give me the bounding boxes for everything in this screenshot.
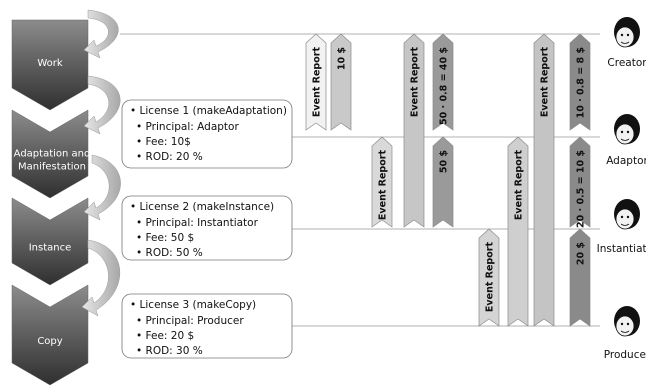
curved-arrow-icon	[83, 154, 121, 221]
stage-connectors	[81, 9, 121, 317]
person-icon	[614, 17, 640, 48]
flow-label: 10 $	[337, 47, 348, 70]
license-title: • License 3 (makeCopy)	[130, 299, 256, 311]
actor-label: Instantiator	[597, 243, 646, 255]
person-icon	[614, 306, 640, 337]
flow-label: 50 · 0.8 = 40 $	[439, 47, 450, 125]
stage-chevron-instance: Instance	[11, 197, 89, 286]
flow-arrow: 50 · 0.8 = 40 $	[432, 33, 454, 131]
stage-label: Copy	[37, 336, 62, 347]
stage-label: Adaptation and	[14, 149, 91, 160]
actor-creator: Creator	[607, 17, 646, 69]
flow-label: 50 $	[439, 150, 450, 173]
license-item: • ROD: 50 %	[136, 247, 203, 259]
license-item: • Principal: Adaptor	[136, 121, 239, 133]
license-item: • Fee: 50 $	[136, 232, 194, 244]
license-box-1: • License 1 (makeAdaptation) • Principal:…	[121, 99, 293, 169]
flow-arrow: Event Report	[305, 33, 327, 131]
flow-label: Event Report	[378, 150, 389, 221]
flow-label: Event Report	[485, 242, 496, 313]
flow-arrow: Event Report	[371, 136, 393, 228]
flow-label: Event Report	[312, 47, 323, 118]
license-title: • License 1 (makeAdaptation)	[130, 105, 287, 117]
license-box-2: • License 2 (makeInstance) • Principal: I…	[121, 195, 293, 261]
actor-label: Adaptor	[606, 155, 646, 167]
stage-label: Instance	[29, 243, 72, 254]
stage-chevron-work: Work	[11, 19, 89, 111]
stage-label: Manifestation	[18, 162, 86, 173]
curved-arrow-icon	[83, 9, 119, 59]
flow-arrow: 10 $	[330, 33, 352, 131]
flow-arrow: 50 $	[432, 136, 454, 228]
flow-label: Event Report	[540, 47, 551, 118]
actor-label: Producer	[604, 349, 646, 361]
actor-adaptor: Adaptor	[606, 114, 646, 167]
flow-arrow: 20 $	[569, 228, 591, 327]
curved-arrow-icon	[83, 75, 121, 135]
license-item: • Fee: 10$	[136, 136, 191, 148]
license-item: • ROD: 30 %	[136, 345, 203, 357]
flow-arrow: 20 · 0.5 = 10 $	[569, 136, 591, 228]
flow-arrow: 10 · 0.8 = 8 $	[569, 33, 591, 131]
license-item: • Principal: Producer	[136, 315, 244, 327]
flow-arrow: Event Report	[478, 228, 500, 327]
stage-label: Work	[37, 58, 63, 69]
flow-label: 20 · 0.5 = 10 $	[576, 150, 587, 228]
person-icon	[614, 199, 640, 230]
license-box-3: • License 3 (makeCopy) • Principal: Produ…	[121, 293, 293, 359]
actor-producer: Producer	[604, 306, 646, 361]
person-icon	[614, 114, 640, 145]
license-item: • Fee: 20 $	[136, 330, 194, 342]
license-title: • License 2 (makeInstance)	[130, 201, 274, 213]
actor-instantiator: Instantiator	[597, 199, 646, 255]
flow-arrow: Event Report	[403, 33, 425, 228]
actors: CreatorAdaptorInstantiatorProducer	[597, 17, 646, 361]
actor-label: Creator	[607, 57, 646, 69]
license-boxes: • License 1 (makeAdaptation) • Principal:…	[121, 99, 293, 359]
flow-label: 10 · 0.8 = 8 $	[576, 47, 587, 118]
flow-label: Event Report	[410, 47, 421, 118]
flow-label: Event Report	[514, 150, 525, 221]
flow-label: 20 $	[576, 242, 587, 265]
license-item: • Principal: Instantiator	[136, 217, 259, 229]
license-item: • ROD: 20 %	[136, 151, 203, 163]
stage-chevron-copy: Copy	[11, 284, 89, 386]
flow-arrow: Event Report	[507, 136, 529, 327]
curved-arrow-icon	[81, 239, 120, 317]
flow-arrow: Event Report	[533, 33, 555, 327]
